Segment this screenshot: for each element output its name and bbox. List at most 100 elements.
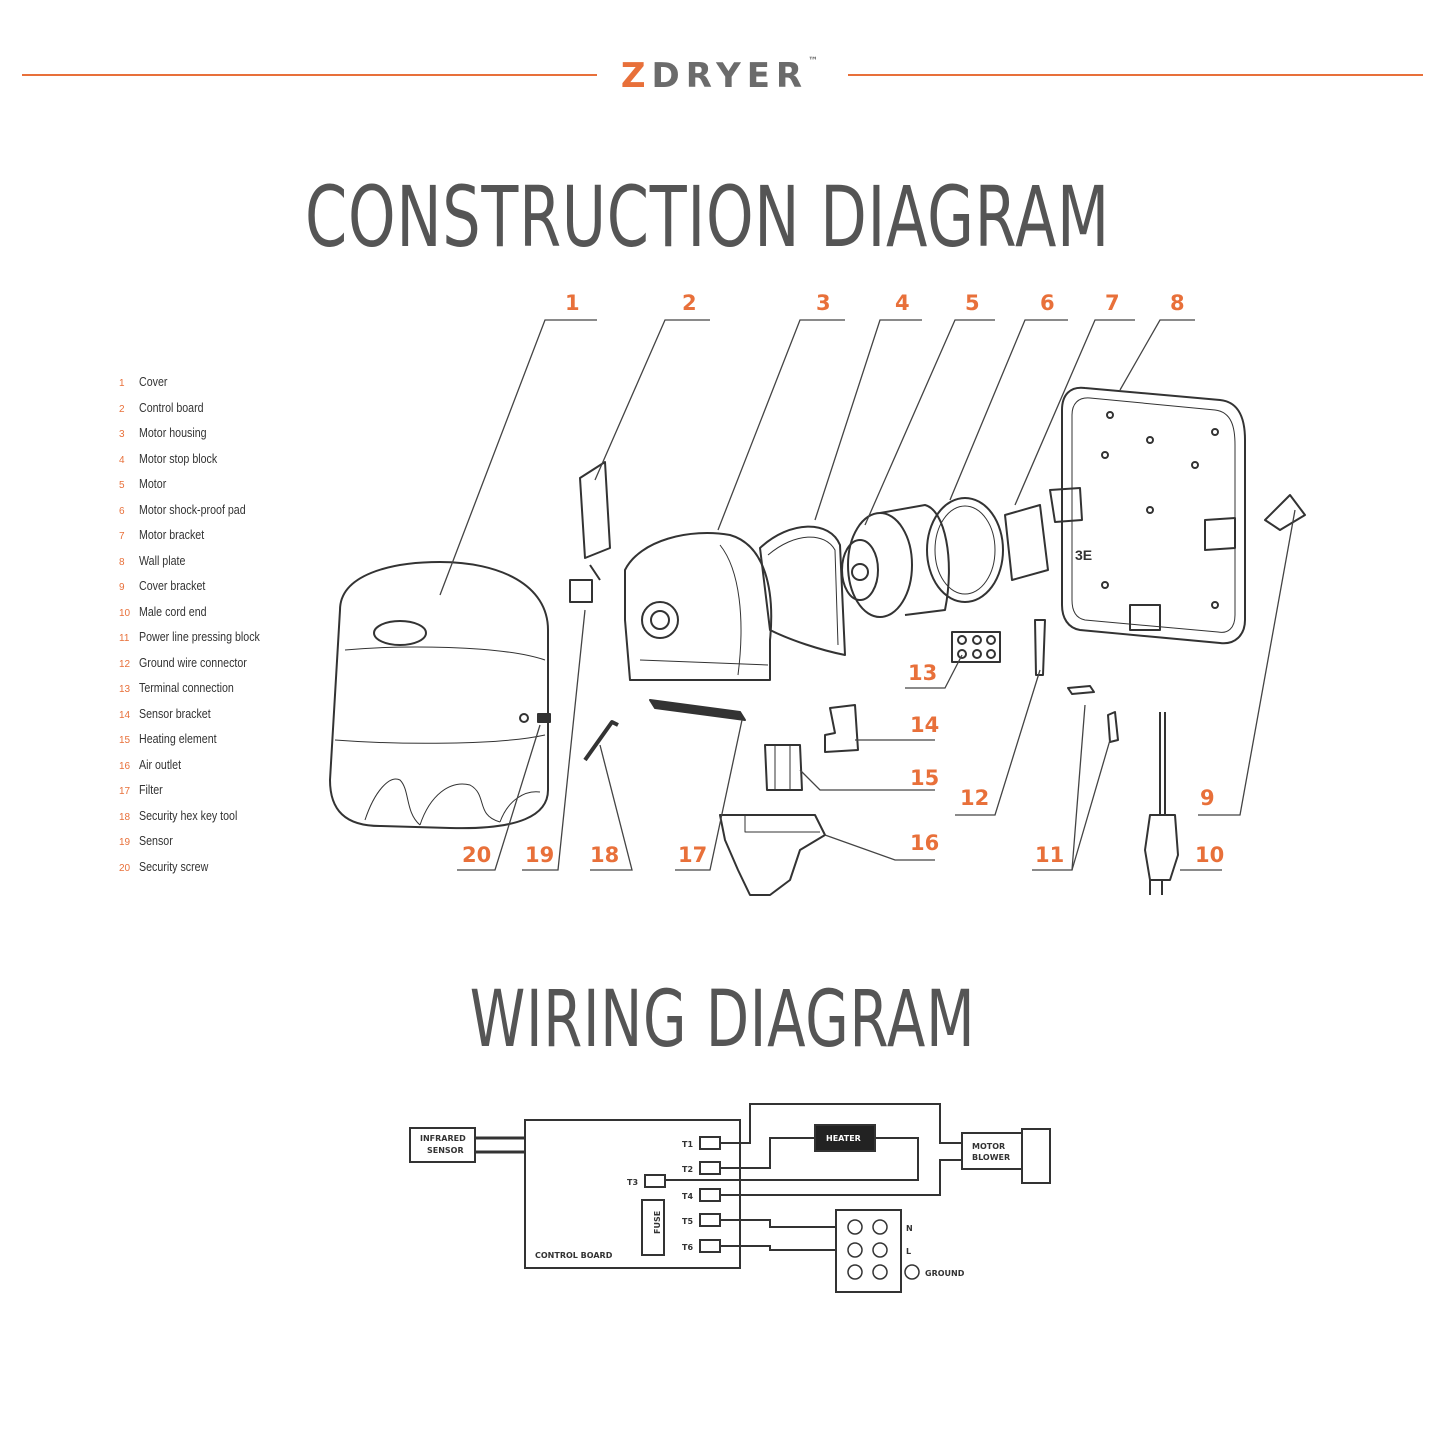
legend-label: Motor shock-proof pad xyxy=(139,501,246,517)
legend-number: 17 xyxy=(119,786,131,797)
legend-number: 19 xyxy=(119,837,131,848)
brand-logo: ZDRYER™ xyxy=(620,56,825,96)
male-cord-drawing xyxy=(1144,712,1179,895)
legend-number: 15 xyxy=(119,735,131,746)
legend-number: 8 xyxy=(119,556,125,568)
callout-number: 6 xyxy=(1040,291,1055,315)
legend-number: 16 xyxy=(119,760,131,772)
terminal-connection-drawing xyxy=(951,631,1001,663)
legend-number: 13 xyxy=(119,684,131,695)
legend-item: 13 Terminal connection xyxy=(119,678,286,704)
legend-number: 14 xyxy=(119,709,131,721)
callout-number: 5 xyxy=(965,291,980,315)
security-screw-drawing xyxy=(537,713,551,723)
motor-bracket-drawing xyxy=(1004,487,1083,581)
legend-item: 5 Motor xyxy=(119,474,286,500)
callout-number: 15 xyxy=(910,766,939,790)
legend-item: 17 Filter xyxy=(119,780,286,806)
legend-item: 12 Ground wire connector xyxy=(119,653,286,679)
callout-number: 16 xyxy=(910,831,939,855)
legend-number: 7 xyxy=(119,531,125,542)
callout-number: 11 xyxy=(1035,843,1064,867)
legend-label: Motor stop block xyxy=(139,450,218,466)
legend-label: Wall plate xyxy=(139,552,186,568)
legend-item: 1 Cover xyxy=(119,372,286,398)
legend-item: 10 Male cord end xyxy=(119,602,286,628)
legend-label: Control board xyxy=(139,399,204,415)
legend-label: Security hex key tool xyxy=(139,807,238,823)
cover-drawing xyxy=(329,561,549,830)
legend-label: Cover xyxy=(139,374,168,389)
motor-drawing xyxy=(841,504,950,618)
legend-label: Air outlet xyxy=(139,756,182,772)
legend-item: 19 Sensor xyxy=(119,831,286,857)
legend-label: Motor xyxy=(139,476,167,491)
wall-plate-drawing: 3E xyxy=(1061,386,1246,645)
callout-number: 20 xyxy=(462,843,491,867)
callout-number: 3 xyxy=(816,291,831,315)
legend-number: 3 xyxy=(119,429,125,440)
control-board-drawing xyxy=(569,461,611,603)
callout-number: 14 xyxy=(910,713,939,737)
motor-housing-drawing xyxy=(624,532,773,681)
air-outlet-drawing xyxy=(719,814,826,896)
legend-item: 8 Wall plate xyxy=(119,551,286,577)
callout-number: 19 xyxy=(525,843,554,867)
legend-label: Security screw xyxy=(139,858,209,874)
header-rule-left xyxy=(22,74,597,76)
construction-diagram-title: CONSTRUCTION DIAGRAM xyxy=(305,168,1110,266)
legend-label: Terminal connection xyxy=(139,680,234,695)
cover-bracket-drawing xyxy=(1264,494,1306,531)
callout-number: 7 xyxy=(1105,291,1120,315)
motor-shock-pad-drawing xyxy=(926,497,1004,603)
legend-label: Sensor xyxy=(139,833,173,848)
legend-item: 11 Power line pressing block xyxy=(119,627,286,653)
legend-number: 5 xyxy=(119,480,125,491)
legend-item: 16 Air outlet xyxy=(119,755,286,781)
legend-number: 2 xyxy=(119,403,125,415)
callout-number: 4 xyxy=(895,291,910,315)
legend-label: Male cord end xyxy=(139,603,207,619)
power-pressing-block-drawing xyxy=(1067,685,1119,743)
callout-number: 9 xyxy=(1200,786,1215,810)
filter-drawing xyxy=(649,699,746,721)
callout-number: 10 xyxy=(1195,843,1224,867)
legend-label: Ground wire connector xyxy=(139,654,247,670)
wiring-diagram-title: WIRING DIAGRAM xyxy=(469,975,976,1065)
callout-number: 17 xyxy=(678,843,707,867)
legend-number: 12 xyxy=(119,658,131,670)
legend-label: Power line pressing block xyxy=(139,629,260,644)
legend-item: 3 Motor housing xyxy=(119,423,286,449)
heating-element-drawing xyxy=(764,744,803,791)
sensor-bracket-drawing xyxy=(824,704,859,753)
legend-label: Motor housing xyxy=(139,425,207,440)
legend-item: 2 Control board xyxy=(119,398,286,424)
legend-label: Heating element xyxy=(139,731,217,746)
legend-item: 15 Heating element xyxy=(119,729,286,755)
legend-number: 4 xyxy=(119,454,125,466)
hex-key-drawing xyxy=(583,720,619,762)
callout-number: 18 xyxy=(590,843,619,867)
ground-wire-connector-drawing xyxy=(1034,619,1046,676)
legend-number: 11 xyxy=(119,633,130,644)
callout-number: 13 xyxy=(908,661,937,685)
legend-number: 18 xyxy=(119,811,131,823)
callout-number: 1 xyxy=(565,291,580,315)
legend-number: 20 xyxy=(119,862,131,874)
legend-number: 10 xyxy=(119,607,131,619)
legend-item: 20 Security screw xyxy=(119,857,286,883)
callout-number: 8 xyxy=(1170,291,1185,315)
legend-label: Motor bracket xyxy=(139,527,205,542)
header-rule-right xyxy=(848,74,1423,76)
legend-number: 1 xyxy=(119,378,125,389)
legend-label: Filter xyxy=(139,782,163,797)
leader-lines xyxy=(439,319,1296,871)
legend-label: Cover bracket xyxy=(139,578,206,593)
legend-item: 4 Motor stop block xyxy=(119,449,286,475)
motor-stop-block-drawing xyxy=(759,525,846,656)
